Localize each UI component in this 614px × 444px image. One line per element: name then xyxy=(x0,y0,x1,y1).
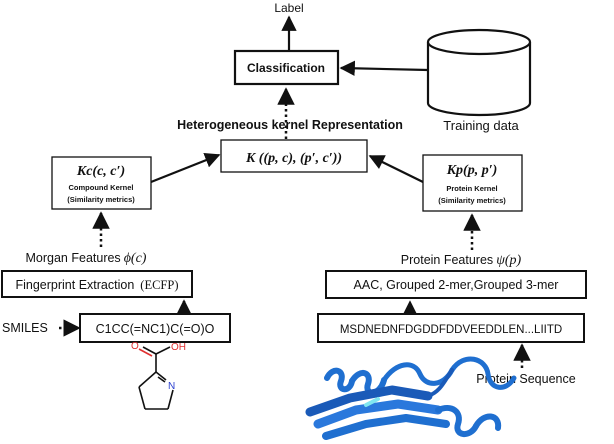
arrow-training-to-classification xyxy=(339,60,429,77)
smiles-value: C1CC(=NC1)C(=O)O xyxy=(96,322,215,336)
arrow-protein-to-hetero xyxy=(368,155,424,183)
classification-box xyxy=(233,49,340,86)
nitrogen-atom-label: N xyxy=(168,381,175,392)
training-data-icon xyxy=(426,28,532,117)
protein-kernel-formula: Kp(p, p′) xyxy=(446,163,498,178)
protein-kernel-name: Protein Kernel xyxy=(446,184,497,193)
hetero-kernel-formula: K ((p, c), (p′, c′)) xyxy=(245,151,342,166)
protein-sequence-label: Protein Sequence xyxy=(476,372,575,386)
classification-label: Classification xyxy=(247,61,325,75)
morgan-symbol: ϕ(c) xyxy=(124,251,147,266)
compound-kernel-subtitle: (Similarity metrics) xyxy=(67,195,135,204)
protein-kernel-box xyxy=(422,154,523,212)
hydroxyl-label: OH xyxy=(171,342,186,353)
arrow-compound-to-hetero xyxy=(150,152,221,184)
compound-kernel-name: Compound Kernel xyxy=(69,183,134,192)
heterogeneous-title: Heterogeneous kernel Representation xyxy=(177,118,403,132)
compound-kernel-box xyxy=(51,156,152,210)
fingerprint-label: Fingerprint Extraction(ECFP) xyxy=(15,278,178,292)
sequence-box xyxy=(317,313,585,343)
molecule-structure xyxy=(138,346,174,410)
carbonyl-double-bond xyxy=(138,348,153,357)
aac-features-label: AAC, Grouped 2-mer,Grouped 3-mer xyxy=(354,278,559,292)
smiles-label: SMILES xyxy=(2,321,48,335)
sequence-value: MSDNEDNFDGDDFDDVEEDDLEN...LIITD xyxy=(340,324,562,336)
fingerprint-box xyxy=(1,270,193,298)
training-data-label: Training data xyxy=(443,118,519,133)
smiles-box xyxy=(79,313,231,343)
aac-features-box xyxy=(325,270,587,299)
protein-structure-image xyxy=(305,356,517,440)
compound-kernel-formula: Kc(c, c′) xyxy=(76,164,125,179)
protein-kernel-subtitle: (Similarity metrics) xyxy=(438,196,506,205)
protein-symbol: ψ(p) xyxy=(496,253,521,268)
label-text: Label xyxy=(274,1,303,15)
oxygen-atom-label: O xyxy=(131,341,139,352)
fingerprint-abbr: (ECFP) xyxy=(140,278,178,292)
hetero-kernel-box xyxy=(220,139,368,173)
